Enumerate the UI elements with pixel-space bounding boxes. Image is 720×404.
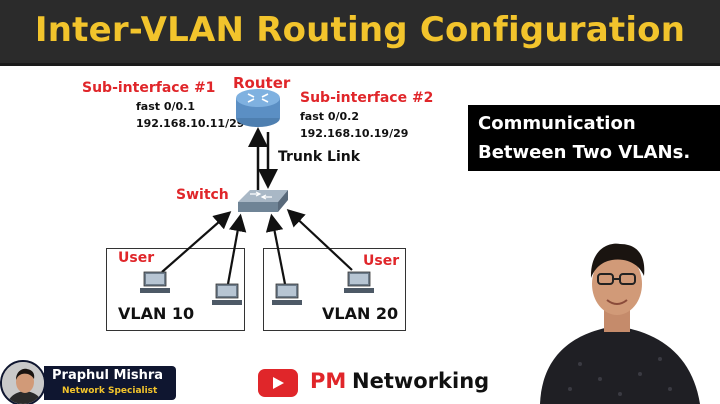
switch-icon: [238, 190, 288, 212]
vlan-20-label: VLAN 20: [322, 304, 399, 323]
subinterface-1-title: Sub-interface #1: [82, 80, 216, 96]
title-banner: Inter-VLAN Routing Configuration: [0, 0, 720, 66]
router-icon: [236, 89, 280, 127]
subinterface-2-ip: 192.168.10.19/29: [300, 127, 409, 140]
brand-suffix: Networking: [352, 369, 490, 393]
switch-label: Switch: [176, 187, 229, 203]
subinterface-2-title: Sub-interface #2: [300, 90, 434, 106]
computer-icon: [272, 283, 302, 305]
subinterface-1-port: fast 0/0.1: [136, 100, 196, 113]
vlan-10-label: VLAN 10: [118, 304, 195, 323]
presenter-photo: [540, 243, 700, 404]
arrow-switch-host-4: [286, 208, 353, 271]
trunk-link-label: Trunk Link: [278, 149, 361, 165]
arrow-switch-host-3: [265, 213, 287, 285]
vlan-20-box: [263, 248, 406, 331]
brand-prefix: PM: [310, 369, 347, 393]
youtube-play-icon: [258, 369, 298, 397]
arrow-switch-host-2: [226, 213, 247, 285]
network-diagram: Router Sub-interface #1 fast 0/0.1 192.1…: [0, 66, 720, 404]
user-label-left: User: [118, 250, 155, 266]
diagram-graphics: [140, 89, 374, 305]
topic-callout: Communication Between Two VLANs.: [468, 105, 720, 171]
computer-icon: [344, 271, 374, 293]
presenter-name: Praphul Mishra: [52, 368, 164, 383]
subinterface-1-ip: 192.168.10.11/29: [136, 117, 245, 130]
arrow-switch-host-1: [161, 211, 232, 273]
avatar: [0, 360, 46, 404]
computer-icon: [140, 271, 170, 293]
presenter-role: Network Specialist: [62, 386, 158, 396]
subinterface-2-port: fast 0/0.2: [300, 110, 360, 123]
router-label: Router: [233, 74, 291, 92]
user-label-right: User: [363, 253, 400, 269]
callout-line-2: Between Two VLANs.: [478, 142, 691, 163]
presenter-nameplate: Praphul Mishra Network Specialist: [0, 346, 176, 404]
page-title: Inter-VLAN Routing Configuration: [34, 10, 686, 50]
callout-line-1: Communication: [478, 113, 636, 134]
nameplate-bar: [44, 366, 176, 400]
computer-icon: [212, 283, 242, 305]
